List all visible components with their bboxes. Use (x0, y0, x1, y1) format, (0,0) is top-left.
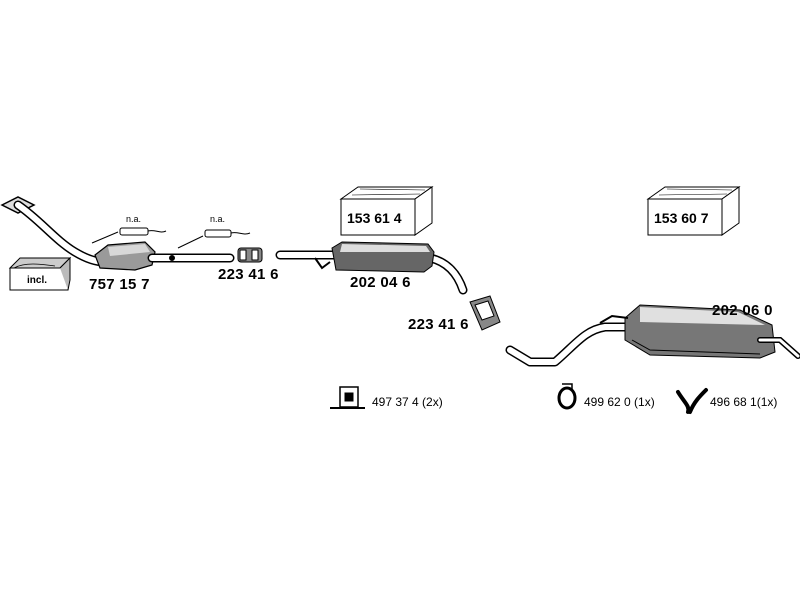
catalyst-part-number: 757 15 7 (89, 276, 150, 293)
kit-box-front (339, 186, 434, 236)
middle-silencer-part-number: 202 04 6 (350, 274, 411, 291)
rear-pipe (505, 322, 633, 367)
rear-clamp-part-number: 223 41 6 (408, 316, 469, 333)
front-pipe (0, 196, 110, 267)
clamp-rear (469, 295, 501, 331)
rear-silencer-part-number: 202 06 0 (712, 302, 773, 319)
ring-label: 499 62 0 (1x) (584, 395, 655, 409)
rear-silencer (599, 304, 800, 359)
kit-front-number: 153 61 4 (347, 210, 402, 226)
sensor-1-note: n.a. (126, 214, 142, 224)
bracket-icon (330, 386, 365, 409)
hanger-label: 496 68 1(1x) (710, 395, 778, 409)
middle-pipe (275, 250, 468, 295)
lambda-sensor-2 (177, 229, 251, 249)
lambda-sensor-1 (91, 227, 167, 244)
middle-silencer (314, 241, 435, 273)
included-note: incl. (27, 275, 48, 286)
kit-rear-number: 153 60 7 (654, 210, 709, 226)
sensor-2-note: n.a. (210, 214, 226, 224)
front-clamp-part-number: 223 41 6 (218, 266, 279, 283)
included-kit-box (8, 256, 72, 291)
kit-box-rear (646, 186, 741, 236)
catalyst (94, 241, 235, 271)
clamp-front (237, 247, 263, 263)
ring-icon (557, 383, 577, 410)
bracket-label: 497 37 4 (2x) (372, 395, 443, 409)
hanger-icon (676, 388, 708, 414)
